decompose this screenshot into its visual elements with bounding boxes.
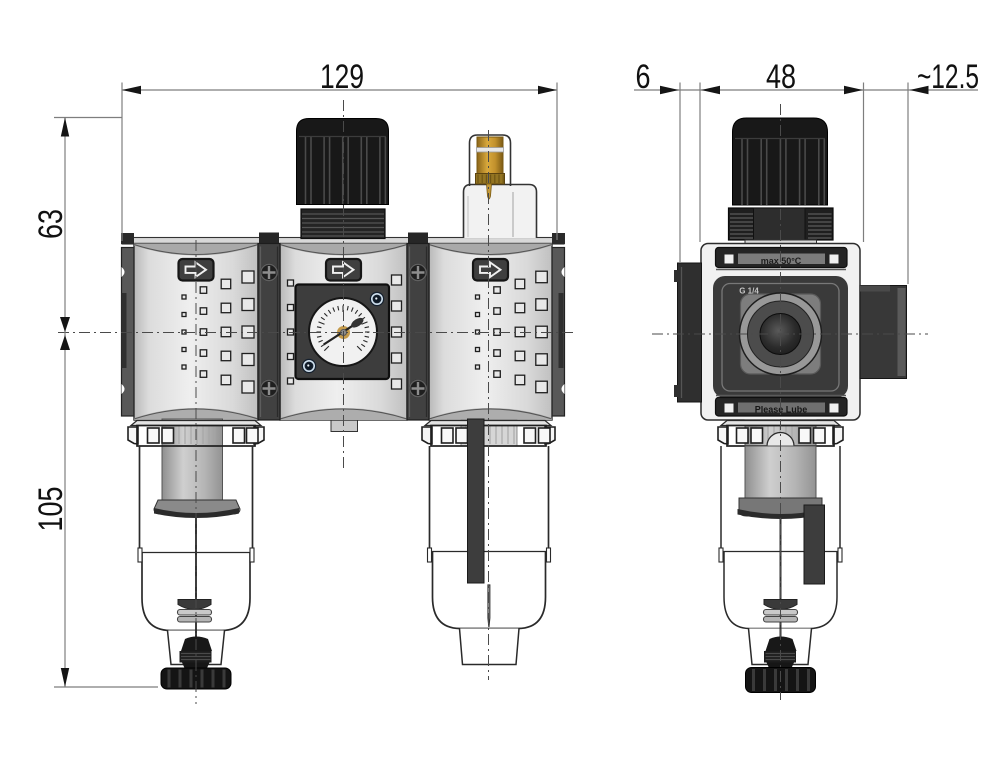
svg-text:48: 48	[766, 58, 796, 96]
svg-text:129: 129	[320, 58, 364, 96]
svg-text:63: 63	[32, 209, 70, 239]
svg-text:max 50°C: max 50°C	[761, 256, 802, 266]
svg-text:6: 6	[636, 58, 651, 96]
svg-text:G 1/4: G 1/4	[739, 287, 759, 296]
svg-text:~12.5: ~12.5	[917, 58, 979, 96]
svg-text:105: 105	[32, 487, 70, 532]
svg-text:Please Lube: Please Lube	[755, 405, 808, 415]
